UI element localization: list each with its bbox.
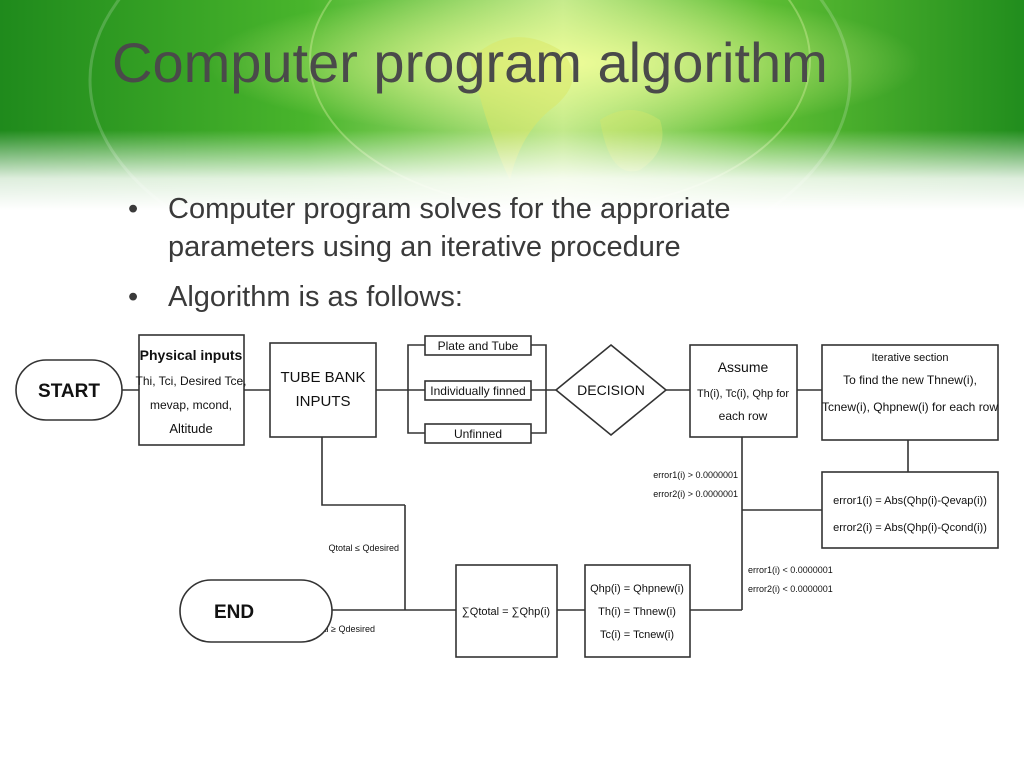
bullet-dot: • <box>128 193 139 225</box>
start-terminal: START <box>15 359 123 421</box>
assume-label: Assume <box>718 359 769 375</box>
bullet-text: Algorithm is as follows: <box>168 281 463 313</box>
condition-greater: error1(i) > 0.0000001 <box>653 470 738 480</box>
q-less-equal-label: Qtotal ≤ Qdesired <box>329 543 399 553</box>
iterative-section-box: Iterative section To find the new Thnew(… <box>821 344 999 441</box>
update-line: Tc(i) = Tcnew(i) <box>600 629 674 641</box>
sum-box: ∑Qtotal = ∑Qhp(i) <box>455 564 558 658</box>
bullet-item: • Computer program solves for the approri… <box>128 190 848 266</box>
tube-type-options: Plate and Tube Individually finned Unfin… <box>424 335 532 444</box>
slide-title: Computer program algorithm <box>112 31 828 94</box>
start-label: START <box>38 381 100 402</box>
physical-inputs-heading: Physical inputs <box>140 347 243 363</box>
condition-labels: error1(i) > 0.0000001 error2(i) > 0.0000… <box>305 470 833 634</box>
physical-inputs-line: mevap, mcond, <box>150 398 232 412</box>
tube-bank-inputs-box: TUBE BANK INPUTS <box>269 342 377 438</box>
error-formula: error2(i) = Abs(Qhp(i)-Qcond(i)) <box>833 522 987 534</box>
physical-inputs-line: Thi, Tci, Desired Tce, <box>136 374 247 388</box>
connectors <box>122 344 909 611</box>
update-line: Qhp(i) = Qhpnew(i) <box>590 583 684 595</box>
assume-label: Th(i), Tc(i), Qhp for <box>697 388 789 400</box>
bullet-text: Computer program solves for the approria… <box>168 193 731 263</box>
flowchart: START Physical inputs Thi, Tci, Desired … <box>15 334 999 658</box>
tube-bank-label: TUBE BANK <box>280 369 365 386</box>
iterative-label: Tcnew(i), Qhpnew(i) for each row <box>822 400 998 414</box>
option-individually-finned: Individually finned <box>430 384 525 398</box>
tube-bank-label: INPUTS <box>295 393 350 410</box>
condition-greater: error2(i) > 0.0000001 <box>653 489 738 499</box>
q-greater-equal-label: Qtotal ≥ Qdesired <box>305 624 375 634</box>
decision-label: DECISION <box>577 382 645 398</box>
end-label: END <box>214 602 254 623</box>
option-unfinned: Unfinned <box>454 427 502 441</box>
physical-inputs-line: Altitude <box>169 421 212 436</box>
error-formula: error1(i) = Abs(Qhp(i)-Qevap(i)) <box>833 495 987 507</box>
green-globe-banner <box>0 0 1024 210</box>
iterative-label: To find the new Thnew(i), <box>843 373 977 387</box>
sum-formula: ∑Qtotal = ∑Qhp(i) <box>462 606 550 618</box>
assume-box: Assume Th(i), Tc(i), Qhp for each row <box>689 344 798 438</box>
condition-less: error1(i) < 0.0000001 <box>748 565 833 575</box>
option-plate-and-tube: Plate and Tube <box>438 339 519 353</box>
condition-less: error2(i) < 0.0000001 <box>748 584 833 594</box>
bullet-dot: • <box>128 281 139 313</box>
end-terminal: END <box>179 579 333 643</box>
iterative-label: Iterative section <box>871 352 948 364</box>
bullet-list: • Computer program solves for the approri… <box>128 190 848 328</box>
assume-label: each row <box>719 409 768 423</box>
decision-diamond: DECISION <box>554 343 668 437</box>
physical-inputs-box: Physical inputs Thi, Tci, Desired Tce, m… <box>136 334 247 446</box>
update-box: Qhp(i) = Qhpnew(i) Th(i) = Thnew(i) Tc(i… <box>584 564 691 658</box>
update-line: Th(i) = Thnew(i) <box>598 606 676 618</box>
error-box: error1(i) = Abs(Qhp(i)-Qevap(i)) error2(… <box>821 471 999 549</box>
bullet-item: • Algorithm is as follows: <box>128 278 848 316</box>
